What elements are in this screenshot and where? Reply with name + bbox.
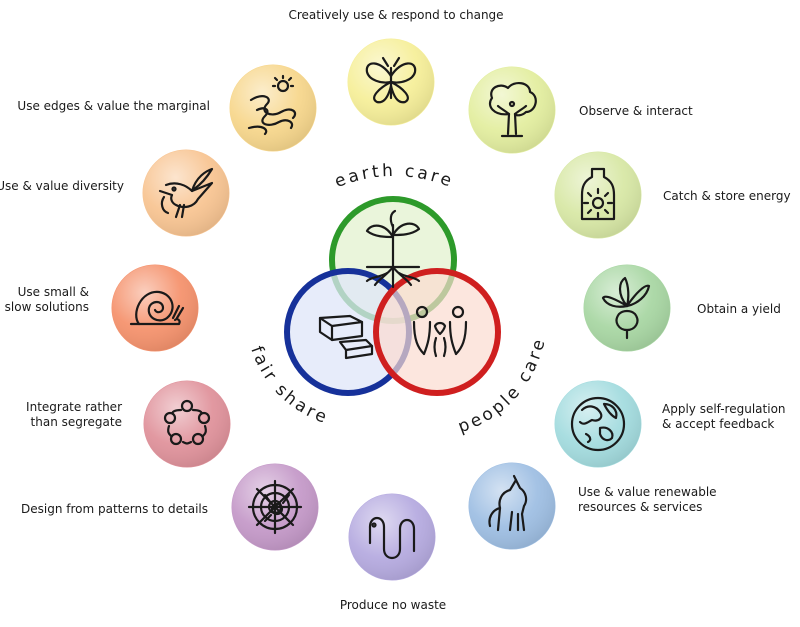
seedling-roots-icon [365,209,421,289]
beet-icon [601,276,651,340]
principle-label: Creatively use & respond to change [288,8,503,22]
globe-icon [570,396,626,452]
bubble-shading [555,152,641,238]
bottle-sun-icon [580,167,616,221]
bubble-shading [112,265,198,351]
principle-label: Use edges & value the marginal [17,99,210,113]
principle-label-line: Use small & [18,285,89,299]
principle-label: Use small &slow solutions [5,285,89,314]
horse-icon [488,474,528,532]
principle-label-line: Creatively use & respond to change [288,8,503,22]
bubble-shading [144,381,230,467]
principle-energy: Catch & store energy [554,151,791,239]
principle-waste: Produce no waste [340,493,446,612]
principle-label: Produce no waste [340,598,446,612]
winding-river-icon [247,74,297,136]
principle-label-line: Use & value renewable [578,485,717,499]
bubble-shading [469,67,555,153]
principle-change: Creatively use & respond to change [288,8,504,126]
principle-label-line: resources & services [578,500,702,514]
principle-patterns: Design from patterns to details [21,463,319,551]
principle-label-line: Use edges & value the marginal [17,99,210,113]
principle-label-line: Use & value diversity [0,179,124,193]
ethics-venn: earth care fair share people care [246,161,547,437]
principle-label-line: Observe & interact [579,104,693,118]
hummingbird-icon [158,167,214,219]
principle-label: Apply self-regulation& accept feedback [662,402,786,431]
bubble-shading [469,463,555,549]
principle-diversity: Use & value diversity [0,149,230,237]
spiderweb-icon [247,479,303,535]
bubble-shading [555,381,641,467]
principle-label: Obtain a yield [697,302,781,316]
principle-regulation: Apply self-regulation& accept feedback [554,380,786,468]
people-icon [412,305,468,358]
principle-label-line: Catch & store energy [663,189,791,203]
principle-label-line: Design from patterns to details [21,502,208,516]
earth-care-label: earth care [332,161,457,192]
principle-label: Observe & interact [579,104,693,118]
principle-small: Use small &slow solutions [5,264,199,352]
butterfly-icon [365,56,417,104]
principle-label-line: Produce no waste [340,598,446,612]
principle-label-line: Obtain a yield [697,302,781,316]
principle-label: Catch & store energy [663,189,791,203]
principle-label-line: than segregate [31,415,122,429]
principle-label-line: & accept feedback [662,417,774,431]
principle-label-line: slow solutions [5,300,89,314]
bubble-shading [143,150,229,236]
principle-observe: Observe & interact [468,66,693,154]
circle-of-people-icon [163,399,211,446]
principle-label-line: Integrate rather [26,400,122,414]
principle-label: Design from patterns to details [21,502,208,516]
cake-slices-icon [318,314,374,360]
principle-edges: Use edges & value the marginal [17,64,317,152]
principle-label-line: Apply self-regulation [662,402,786,416]
bubble-shading [230,65,316,151]
bubble-shading [349,494,435,580]
snail-icon [129,290,185,326]
principle-yield: Obtain a yield [583,264,781,352]
principle-label: Use & value diversity [0,179,124,193]
tree-icon [488,82,537,138]
worm-icon [368,516,416,560]
